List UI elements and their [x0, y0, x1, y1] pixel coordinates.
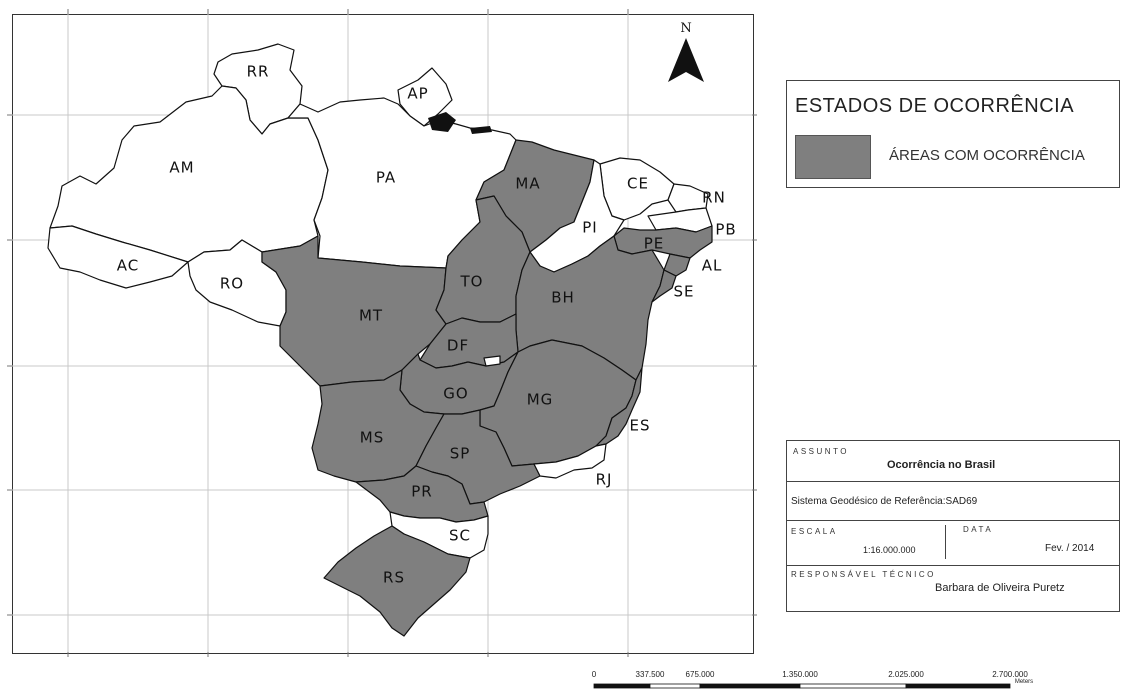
scale-bar-unit: Meters: [1014, 679, 1034, 685]
state-label-mg: MG: [527, 391, 554, 409]
legend-item-label: ÁREAS COM OCORRÊNCIA: [889, 147, 1085, 164]
state-label-to: TO: [460, 273, 484, 291]
state-label-bh: BH: [551, 289, 575, 307]
state-rs: [323, 525, 471, 637]
state-label-mt: MT: [359, 307, 383, 325]
scale-bar-label: 2.700.000: [992, 670, 1028, 679]
state-label-ce: CE: [627, 175, 649, 193]
state-label-al: AL: [702, 257, 723, 275]
state-label-rr: RR: [247, 63, 270, 81]
scale-bar-segment: [799, 683, 907, 689]
state-label-sp: SP: [450, 445, 471, 463]
state-al: [663, 253, 691, 277]
tb-escala-row: ESCALA 1:16.000.000 DATA Fev. / 2014: [787, 521, 1119, 566]
scale-bar-label: 1.350.000: [782, 670, 818, 679]
state-label-rn: RN: [702, 189, 726, 207]
state-label-es: ES: [630, 417, 651, 435]
state-label-ro: RO: [220, 275, 244, 293]
tb-responsavel-value: Barbara de Oliveira Puretz: [935, 582, 1065, 594]
state-label-am: AM: [169, 159, 194, 177]
tb-assunto-row: ASSUNTO Ocorrência no Brasil: [787, 441, 1119, 482]
scale-bar-label: 2.025.000: [888, 670, 924, 679]
state-label-ma: MA: [515, 175, 540, 193]
north-arrow-icon: [668, 38, 704, 82]
tb-assunto-caption: ASSUNTO: [793, 447, 850, 456]
scale-bar-label: 675.000: [685, 670, 715, 679]
state-ap: [397, 67, 453, 127]
state-label-ms: MS: [360, 429, 384, 447]
legend: ESTADOS DE OCORRÊNCIA ÁREAS COM OCORRÊNC…: [786, 80, 1120, 188]
scale-bar-segment: [649, 683, 701, 689]
state-label-ap: AP: [407, 85, 428, 103]
state-labels: RR AP AM PA MA CE RN PB PI PE AL AC RO MT TO BH SE DF GO MG…: [117, 63, 736, 587]
state-label-se: SE: [674, 283, 695, 301]
state-ac: [47, 225, 189, 289]
state-label-rs: RS: [383, 569, 405, 587]
coastal-islands: [428, 112, 492, 134]
scale-bar-segment: [699, 683, 801, 689]
tb-assunto-value: Ocorrência no Brasil: [887, 459, 996, 471]
state-label-pi: PI: [582, 219, 597, 237]
state-label-pe: PE: [644, 235, 665, 253]
tb-sistema-value: Sistema Geodésico de Referência:SAD69: [791, 496, 978, 507]
tb-responsavel-row: RESPONSÁVEL TÉCNICO Barbara de Oliveira …: [787, 566, 1119, 611]
state-label-pr: PR: [411, 483, 432, 501]
states-layer: [47, 43, 713, 637]
scale-bar-segment: [593, 683, 651, 689]
legend-swatch: [795, 135, 871, 179]
state-label-go: GO: [443, 385, 468, 403]
scale-bar: 0 337.500 675.000 1.350.000 2.025.000 2.700.0…: [590, 670, 1050, 690]
state-label-sc: SC: [449, 527, 471, 545]
state-label-rj: RJ: [596, 471, 613, 489]
state-label-ac: AC: [117, 257, 139, 275]
tb-escala-value: 1:16.000.000: [863, 545, 916, 555]
state-df-district: [483, 355, 501, 367]
state-label-pb: PB: [715, 221, 736, 239]
scale-bar-label: 0: [591, 670, 597, 679]
tb-data-caption: DATA: [963, 525, 994, 534]
scale-bar-label: 337.500: [635, 670, 665, 679]
state-label-df: DF: [447, 337, 469, 355]
state-se: [651, 269, 677, 303]
state-rj: [533, 443, 607, 479]
scale-bar-segment: [905, 683, 1011, 689]
tb-responsavel-caption: RESPONSÁVEL TÉCNICO: [791, 570, 936, 579]
tb-divider: [945, 525, 946, 559]
north-label: N: [680, 21, 691, 36]
title-block: ASSUNTO Ocorrência no Brasil Sistema Geo…: [786, 440, 1120, 612]
tb-data-value: Fev. / 2014: [1045, 543, 1095, 554]
tb-escala-caption: ESCALA: [791, 527, 838, 536]
legend-title: ESTADOS DE OCORRÊNCIA: [795, 95, 1075, 117]
tb-sistema-row: Sistema Geodésico de Referência:SAD69: [787, 482, 1119, 521]
frame-ticks: [7, 9, 757, 657]
state-label-pa: PA: [376, 169, 396, 187]
north-arrow: N: [668, 21, 704, 82]
scale-bar-graphic: [593, 683, 1011, 689]
